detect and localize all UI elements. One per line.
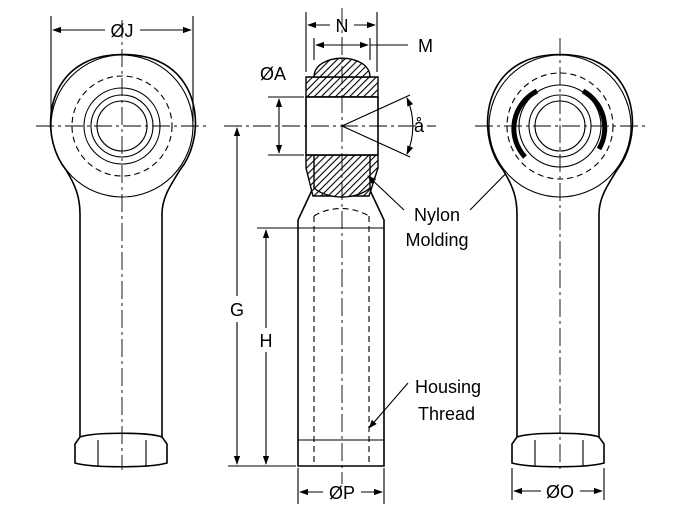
label-molding: Molding (405, 230, 468, 250)
left-hex-flats (74, 432, 168, 468)
dimension-h: H (257, 227, 312, 465)
misalignment-ray (341, 94, 411, 127)
misalignment-ray (341, 125, 411, 158)
right-hex-flats (511, 432, 605, 468)
thread-hidden-lines (313, 207, 370, 466)
left-ball-hidden (71, 75, 173, 177)
label-angle: å (414, 116, 425, 136)
label-nylon: Nylon (414, 205, 460, 225)
center-section-view (224, 8, 436, 484)
center-shank (297, 187, 385, 467)
dimension-g: G (228, 127, 296, 467)
dimension-n: N (305, 12, 378, 72)
angle-arc (406, 97, 414, 155)
leader-nylon-center (367, 175, 405, 211)
label-n: N (336, 16, 349, 36)
label-m: M (418, 36, 433, 56)
label-dia-p: ØP (329, 483, 355, 503)
label-g: G (230, 300, 244, 320)
label-thread: Thread (418, 404, 475, 424)
dimension-angle: å (406, 97, 425, 155)
leader-housing-thread (368, 382, 409, 429)
nylon-insert-left (511, 88, 539, 159)
dimension-o: ØO (511, 468, 605, 502)
callout-nylon-molding: Nylon Molding (367, 154, 525, 250)
label-dia-j: ØJ (110, 21, 133, 41)
callout-housing-thread: Housing Thread (368, 377, 481, 429)
label-dia-o: ØO (546, 482, 574, 502)
right-front-view (475, 38, 648, 470)
left-front-view (36, 20, 210, 470)
label-dia-a: ØA (260, 64, 286, 84)
dimension-m: M (313, 36, 433, 60)
dimension-j: ØJ (50, 16, 194, 122)
dimension-p: ØP (297, 468, 385, 504)
nylon-insert-right (581, 88, 608, 151)
left-rod-end-body (49, 53, 197, 438)
label-h: H (260, 331, 273, 351)
dimension-a: ØA (260, 64, 304, 156)
label-housing: Housing (415, 377, 481, 397)
